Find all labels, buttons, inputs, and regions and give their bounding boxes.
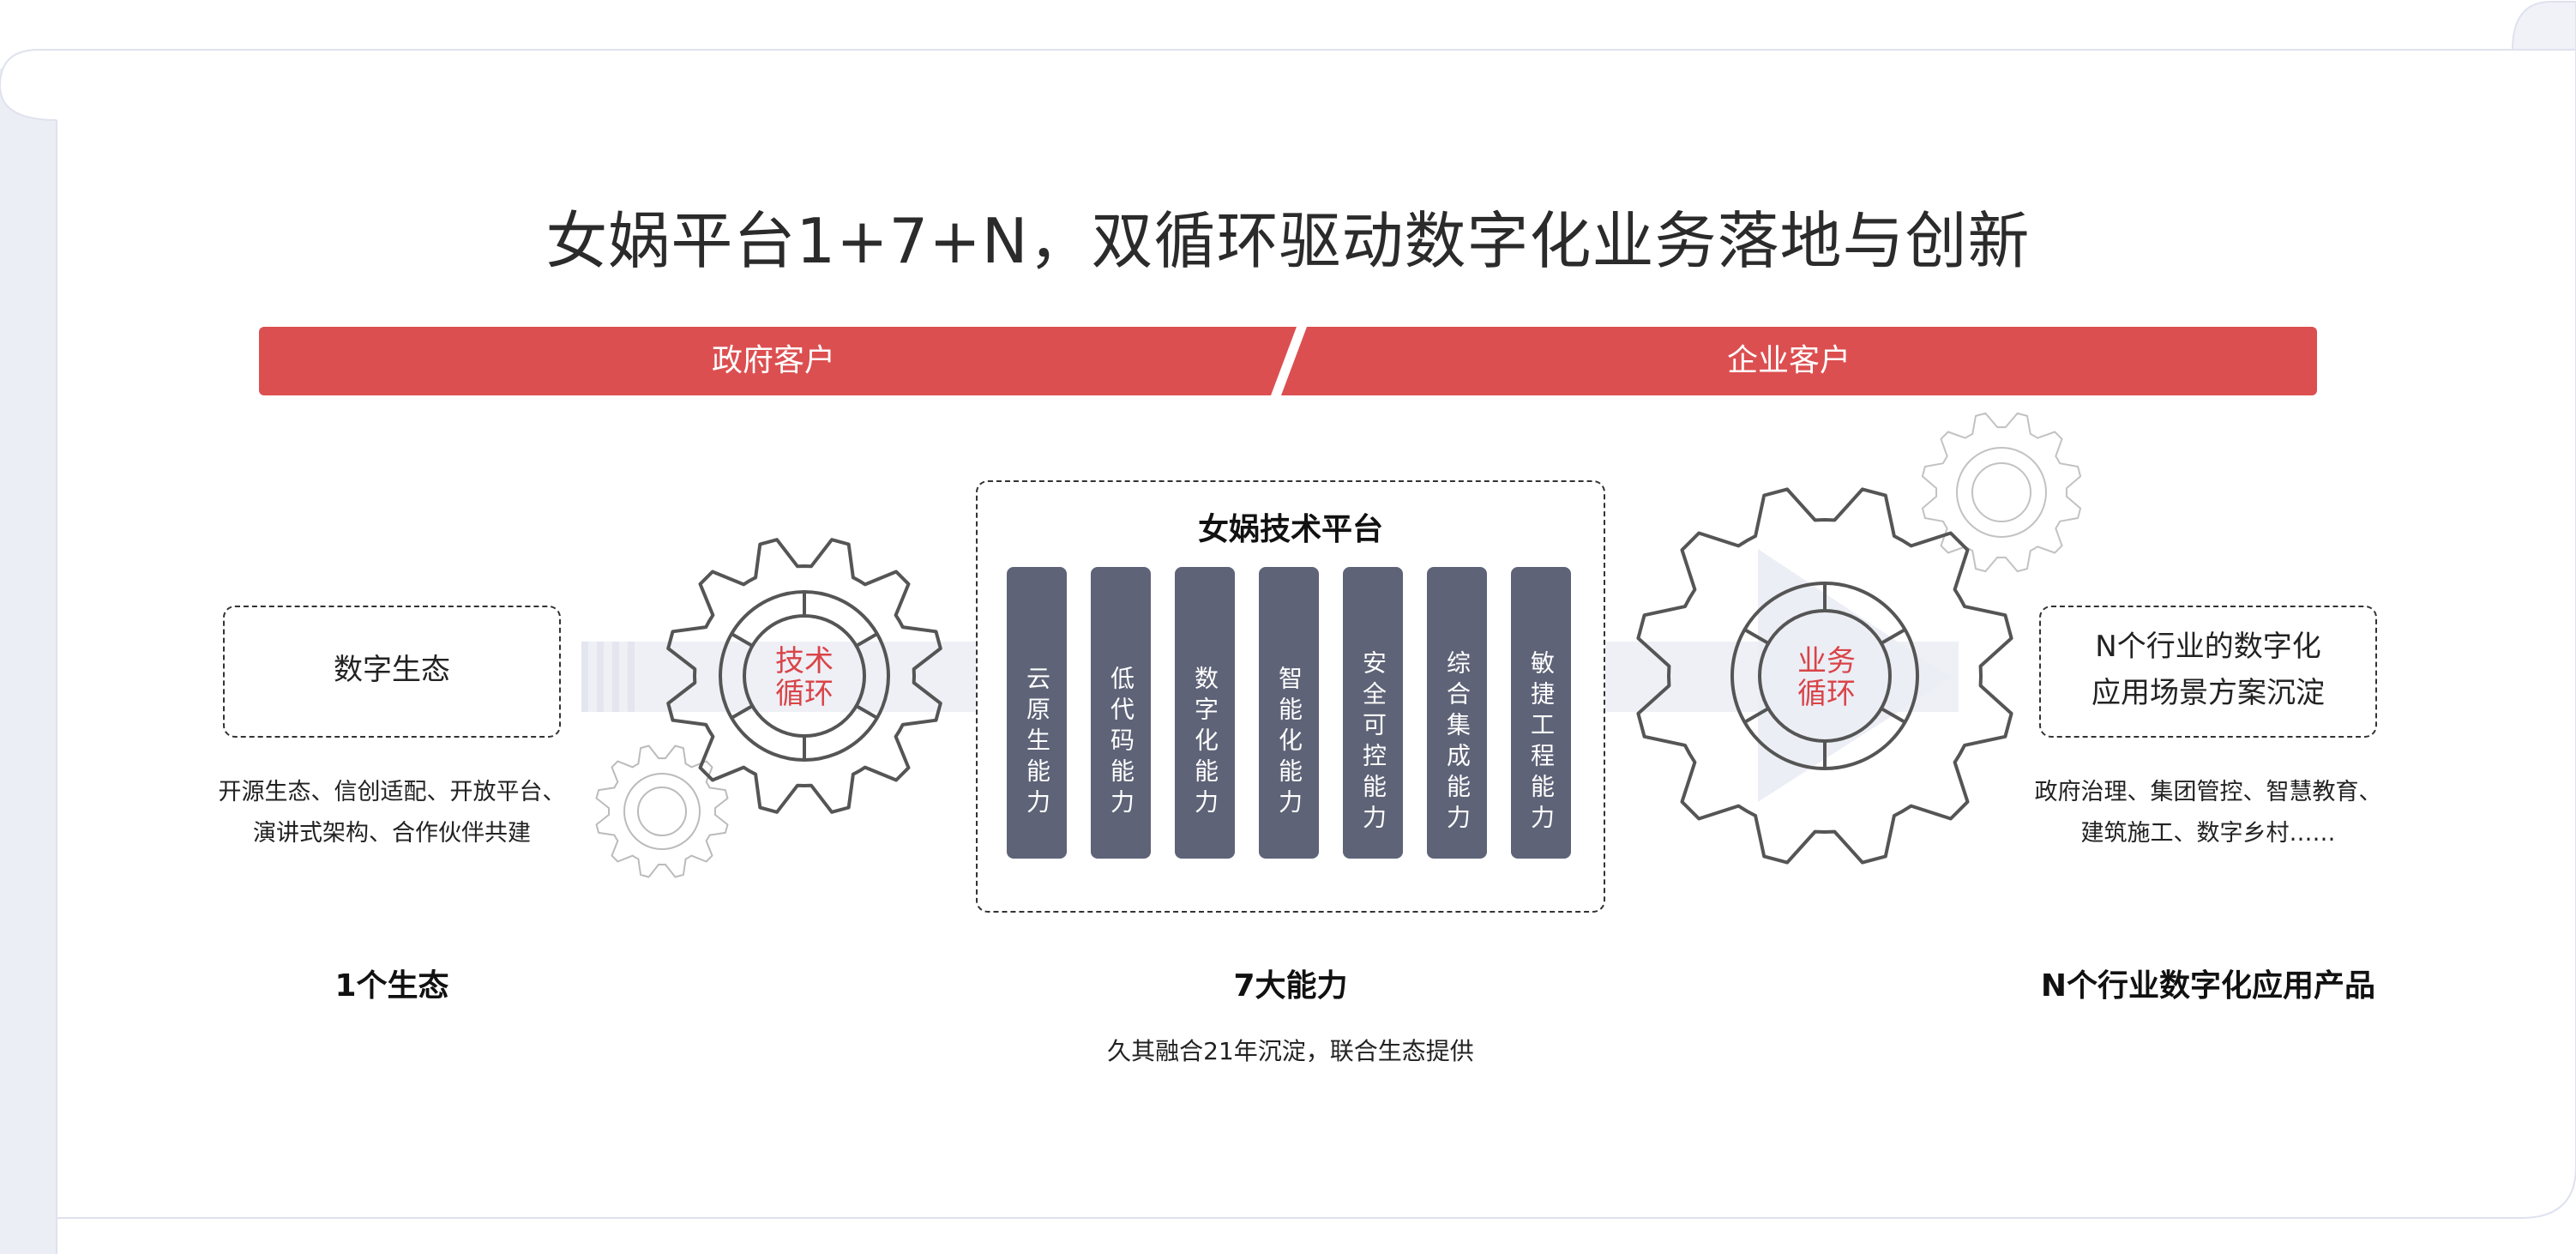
small-right-gear-outline <box>1921 412 2082 573</box>
capability-pillar: 安全可控能力 <box>1343 567 1403 859</box>
capability-pillar: 敏捷工程能力 <box>1511 567 1571 859</box>
small-left-gear-ring-outer <box>623 773 701 850</box>
ecosystem-description-line-2: 演讲式架构、合作伙伴共建 <box>253 820 531 847</box>
tech-cycle-label-line-1: 技术 <box>775 644 834 678</box>
platform-footnote: 久其融合21年沉淀，联合生态提供 <box>1107 1037 1474 1065</box>
enterprise-customer-label: 企业客户 <box>1726 343 1851 378</box>
business-cycle-gear-spoke <box>1743 628 1770 645</box>
industry-box-line-2: 应用场景方案沉淀 <box>2091 676 2325 710</box>
business-cycle-label-line-2: 循环 <box>1797 677 1856 711</box>
industry-description-line-2: 建筑施工、数字乡村…… <box>2080 820 2336 847</box>
tech-cycle-gear-spoke <box>731 632 754 648</box>
tech-cycle-gear-spoke <box>855 632 878 648</box>
small-right-gear-ring-outer <box>1956 447 2047 538</box>
ecosystem-box-text: 数字生态 <box>334 653 450 687</box>
tech-cycle-label-line-2: 循环 <box>775 677 834 711</box>
government-customer-label: 政府客户 <box>711 343 835 378</box>
page-title: 女娲平台1+7+N，双循环驱动数字化业务落地与创新 <box>545 205 2031 277</box>
tech-cycle-label: 技术 循环 <box>753 645 856 710</box>
capability-pillar: 低代码能力 <box>1091 567 1151 859</box>
industry-description: 政府治理、集团管控、智慧教育、 建筑施工、数字乡村…… <box>2005 772 2411 854</box>
tech-cycle-gear-spoke <box>855 704 878 720</box>
industry-box-text: N个行业的数字化 应用场景方案沉淀 <box>2039 624 2377 716</box>
business-cycle-label: 业务 循环 <box>1775 645 1878 710</box>
industry-description-line-1: 政府治理、集团管控、智慧教育、 <box>2034 779 2382 805</box>
capability-pillar-label: 云原生能力 <box>1023 666 1051 820</box>
tech-cycle-gear-outline <box>666 538 942 814</box>
industry-box-line-1: N个行业的数字化 <box>2095 630 2321 664</box>
business-cycle-gear-spoke <box>1743 707 1770 724</box>
capability-pillar-label: 敏捷工程能力 <box>1527 650 1556 835</box>
industry-box <box>2039 606 2377 738</box>
small-left-gear-outline <box>595 745 729 878</box>
industry-count-label: N个行业数字化应用产品 <box>2040 968 2376 1004</box>
business-cycle-gear-spoke <box>1880 707 1906 724</box>
platform-title: 女娲技术平台 <box>1197 512 1383 547</box>
business-cycle-gear-outline <box>1636 487 2013 865</box>
small-right-gear-ring-inner <box>1971 462 2031 522</box>
capability-count-label: 7大能力 <box>1233 968 1348 1004</box>
capability-pillar: 云原生能力 <box>1007 567 1067 859</box>
ecosystem-description-line-1: 开源生态、信创适配、开放平台、 <box>218 779 566 805</box>
small-left-gear-ring-inner <box>637 787 687 836</box>
capability-pillar-label: 综合集成能力 <box>1443 650 1472 835</box>
capability-pillar-label: 低代码能力 <box>1107 666 1135 820</box>
ecosystem-description: 开源生态、信创适配、开放平台、 演讲式架构、合作伙伴共建 <box>189 772 595 854</box>
business-cycle-label-line-1: 业务 <box>1797 644 1856 678</box>
capability-pillar-label: 数字化能力 <box>1191 666 1219 820</box>
capability-pillar: 智能化能力 <box>1259 567 1319 859</box>
capability-pillar: 综合集成能力 <box>1427 567 1487 859</box>
customer-banner <box>259 327 2317 395</box>
ecosystem-box <box>223 606 561 738</box>
business-cycle-gear-spoke <box>1880 628 1906 645</box>
capability-pillar-label: 安全可控能力 <box>1359 650 1387 835</box>
capability-pillar-label: 智能化能力 <box>1275 666 1303 820</box>
capability-pillar: 数字化能力 <box>1175 567 1235 859</box>
ecosystem-count-label: 1个生态 <box>334 968 449 1004</box>
tech-cycle-gear-spoke <box>731 704 754 720</box>
